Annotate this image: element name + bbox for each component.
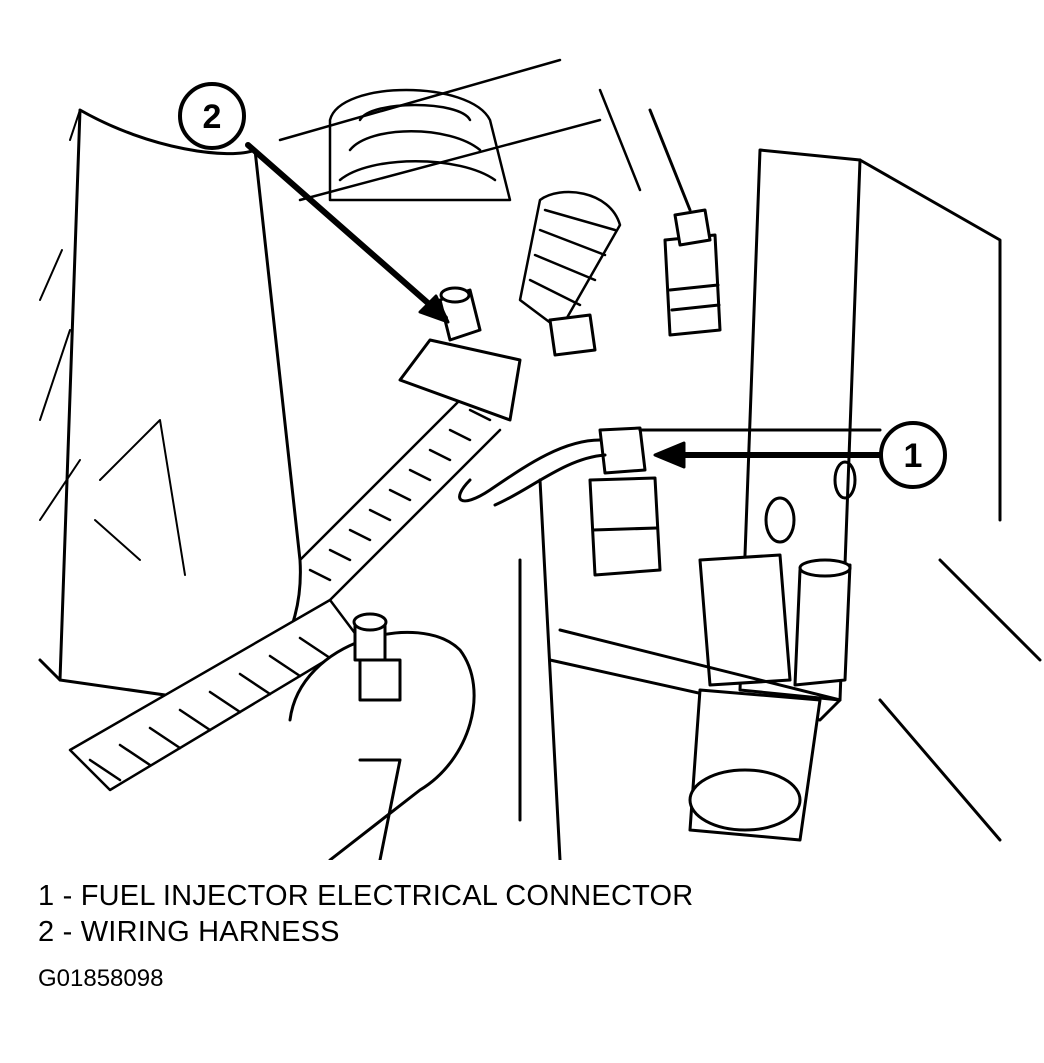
upper-dome — [278, 58, 642, 202]
legend-item-2-label: WIRING HARNESS — [80, 916, 340, 948]
leader-arrow-1 — [653, 441, 883, 469]
legend-item-1: 1 - FUEL INJECTOR ELECTRICAL CONNECTOR — [38, 878, 693, 914]
fuel-injector-connector — [458, 426, 662, 577]
engine-illustration: 2 1 — [38, 58, 1042, 860]
legend-item-1-number: 1 — [38, 880, 55, 912]
mounting-bracket — [288, 612, 476, 860]
figure-id: G01858098 — [38, 965, 164, 992]
callout-2: 2 — [178, 82, 246, 150]
fuel-rail — [518, 148, 1042, 860]
callout-2-number: 2 — [203, 98, 222, 136]
callout-1: 1 — [879, 421, 947, 489]
legend-item-2: 2 - WIRING HARNESS — [38, 914, 693, 950]
legend-item-1-separator: - — [62, 880, 73, 912]
callout-1-number: 1 — [904, 437, 923, 475]
legend: 1 - FUEL INJECTOR ELECTRICAL CONNECTOR 2… — [38, 878, 693, 950]
legend-item-2-number: 2 — [38, 916, 55, 948]
left-cover-panel — [38, 108, 302, 702]
legend-item-1-label: FUEL INJECTOR ELECTRICAL CONNECTOR — [80, 880, 694, 912]
harness-connector — [398, 286, 597, 422]
leader-arrow-2 — [245, 142, 450, 324]
upper-injector-connector — [648, 108, 722, 337]
corrugated-hose — [298, 190, 622, 602]
legend-item-2-separator: - — [62, 916, 73, 948]
